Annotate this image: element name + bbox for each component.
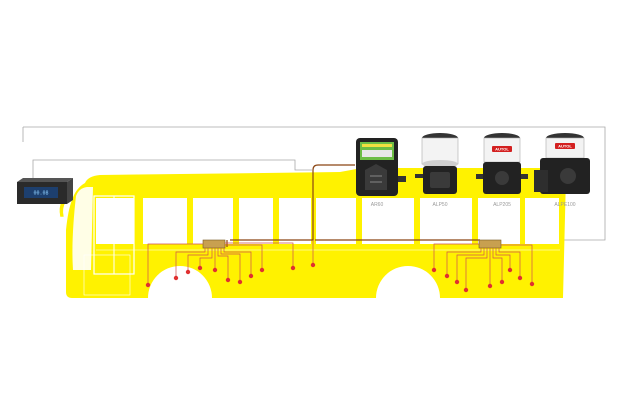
rear-wheel	[383, 273, 433, 323]
grease-point	[499, 279, 505, 285]
front-wheel	[155, 273, 205, 323]
grease-point	[237, 279, 243, 285]
bus-windows	[96, 198, 559, 244]
rear-distributor	[433, 239, 533, 290]
grease-point	[431, 267, 437, 273]
grease-point	[290, 265, 296, 271]
pump-label-alp50: ALP50	[432, 202, 447, 208]
grease-point	[444, 273, 450, 279]
controller-screen	[24, 187, 58, 198]
pump-alp205: AUTOL ALP205	[476, 133, 528, 208]
grease-points	[145, 262, 535, 293]
pump-label-alp205: ALP205	[493, 202, 511, 208]
pump-label-ar60: AR60	[371, 202, 384, 208]
grease-point	[310, 262, 316, 268]
controller-display: 00.08	[33, 191, 48, 197]
pump-alpe100: AUTOL ALPE100	[534, 133, 590, 208]
grease-point	[517, 275, 523, 281]
grease-point	[197, 265, 203, 271]
front-distributor	[147, 239, 314, 285]
grease-point	[185, 269, 191, 275]
grease-point	[248, 273, 254, 279]
bus	[59, 168, 566, 323]
bus-mirror	[59, 199, 67, 218]
pump-label-alpe100: ALPE100	[554, 202, 575, 208]
grease-point	[212, 267, 218, 273]
pump-alp50: ALP50	[415, 133, 459, 208]
grease-point	[259, 267, 265, 273]
grease-point	[225, 277, 231, 283]
grease-point	[463, 287, 469, 293]
bus-windscreen	[72, 187, 93, 270]
pump-ar60: AR60	[356, 138, 406, 208]
grease-point	[529, 281, 535, 287]
pump-brand-alp205: AUTOL	[495, 147, 509, 152]
grease-point	[507, 267, 513, 273]
controller: 00.08	[17, 178, 73, 204]
grease-point	[454, 279, 460, 285]
pump-brand-alpe100: AUTOL	[558, 144, 572, 149]
grease-point	[145, 282, 151, 288]
grease-point	[173, 275, 179, 281]
grease-point	[487, 283, 493, 289]
